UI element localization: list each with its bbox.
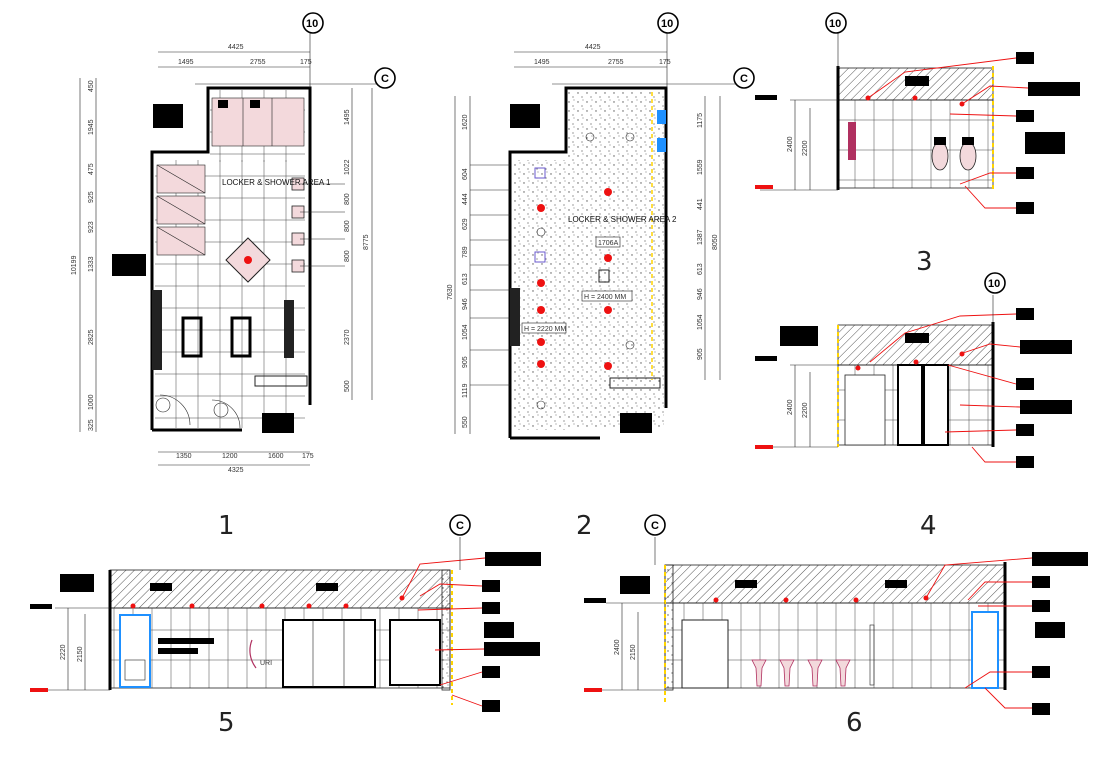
- e3-height-1: 2400: [787, 136, 794, 152]
- plan1-left-seg: 1333: [88, 256, 95, 272]
- plan1-left-seg: 1000: [88, 394, 95, 410]
- drawing-number-3: 3: [916, 247, 933, 277]
- drawing-number-4: 4: [920, 511, 937, 541]
- plan2-left-seg: 613: [462, 273, 469, 285]
- elevation-4: 2400 2200: [755, 295, 1072, 468]
- plan2-top-total: 4425: [585, 44, 601, 51]
- plan1-top-seg-2: 2755: [250, 59, 266, 66]
- plan2-left-seg: 1119: [462, 383, 469, 398]
- plan2-left-seg: 444: [462, 193, 469, 205]
- e3-height-2: 2200: [802, 140, 809, 156]
- plan1-left-seg: 925: [88, 191, 95, 203]
- e6-height-2: 2150: [630, 644, 637, 660]
- plan1-top-seg-3: 175: [300, 59, 312, 66]
- plan1-bottom-total: 4325: [228, 467, 244, 474]
- plan2-left-seg: 604: [462, 168, 469, 180]
- plan2-right-seg: 613: [697, 263, 704, 275]
- e4-height-2: 2200: [802, 402, 809, 418]
- grid-marker-10-plan1: 10: [302, 12, 324, 34]
- plan2-height-note: H = 2400 MM: [584, 294, 626, 301]
- ceiling-lights: [534, 132, 635, 410]
- svg-text:C: C: [381, 73, 389, 85]
- plan1-bottom-seg: 175: [302, 453, 314, 460]
- drawing-number-5: 5: [218, 708, 235, 738]
- plan1-right-seg: 800: [344, 250, 351, 262]
- plan1-top-total: 4425: [228, 44, 244, 51]
- plan1-right-seg: 1022: [344, 159, 351, 175]
- plan2-right-seg: 946: [697, 288, 704, 300]
- plan2-top-seg: 1495: [534, 59, 550, 66]
- plan2-left-seg: 789: [462, 246, 469, 258]
- plan2-right-seg: 905: [697, 348, 704, 360]
- plan-1: 4425 1495 2755 175 10199 450 1945 475 92…: [71, 32, 380, 474]
- plan1-bottom-seg: 1600: [268, 453, 284, 460]
- plan2-left-seg: 550: [462, 416, 469, 428]
- svg-text:10: 10: [306, 18, 318, 30]
- plan1-left-seg: 1945: [88, 119, 95, 135]
- plan1-right-seg: 800: [344, 193, 351, 205]
- plan1-bottom-seg: 1200: [222, 453, 238, 460]
- plan1-left-seg: 923: [88, 221, 95, 233]
- elevation-6: 2400 2150: [584, 537, 1088, 715]
- plan2-right-total: 8050: [712, 234, 719, 250]
- plan1-left-seg: 450: [88, 80, 95, 92]
- sinks-row: [751, 659, 851, 687]
- svg-text:10: 10: [988, 278, 1000, 290]
- plan2-left-seg: 629: [462, 218, 469, 230]
- plan1-left-seg: 2825: [88, 329, 95, 345]
- plan1-right-seg: 800: [344, 220, 351, 232]
- grid-marker-10-elev3: 10: [825, 12, 847, 34]
- plan2-right-seg: 1175: [697, 113, 704, 128]
- e5-height-1: 2220: [60, 644, 67, 660]
- plan2-room-label: LOCKER & SHOWER AREA 2: [568, 215, 677, 224]
- plan1-bottom-seg: 1350: [176, 453, 192, 460]
- svg-text:C: C: [456, 520, 464, 532]
- plan1-left-seg: 475: [88, 163, 95, 175]
- plan1-right-seg: 1495: [344, 109, 351, 125]
- grid-marker-10-elev4: 10: [984, 272, 1006, 294]
- plan1-right-total: 8775: [363, 234, 370, 250]
- elevation-3: 2400 2200: [755, 30, 1080, 214]
- plan2-room-code: 1706A: [598, 240, 619, 247]
- e4-height-1: 2400: [787, 399, 794, 415]
- e5-height-2: 2150: [77, 646, 84, 662]
- svg-text:10: 10: [661, 18, 673, 30]
- grid-marker-10-plan2: 10: [657, 12, 679, 34]
- drawing-number-2: 2: [576, 511, 593, 541]
- plan2-height-note-2: H = 2220 MM: [524, 326, 566, 333]
- grid-marker-c-plan1: C: [374, 67, 396, 89]
- plan2-left-seg: 946: [462, 298, 469, 310]
- elevation-5: URI 2220 2150: [30, 537, 541, 712]
- grid-marker-c-elev6: C: [644, 514, 666, 536]
- plan2-left-seg: 1054: [462, 324, 469, 340]
- plan2-left-seg: 905: [462, 356, 469, 368]
- grid-marker-c-elev5: C: [449, 514, 471, 536]
- plan2-top-seg: 2755: [608, 59, 624, 66]
- plan1-room-label: LOCKER & SHOWER AREA 1: [222, 178, 331, 187]
- svg-text:C: C: [651, 520, 659, 532]
- plan2-left-total: 7630: [447, 284, 454, 300]
- svg-text:10: 10: [829, 18, 841, 30]
- e6-height-1: 2400: [614, 639, 621, 655]
- e5-fixture-label: URI: [260, 660, 272, 667]
- plan2-right-seg: 1054: [697, 314, 704, 330]
- plan-2: 4425 1495 2755 175 7630 1620 604 444 629…: [447, 32, 738, 440]
- plan1-left-seg: 325: [88, 419, 95, 431]
- plan1-right-seg: 2370: [344, 329, 351, 345]
- drawing-number-6: 6: [846, 708, 863, 738]
- plan1-top-seg-1: 1495: [178, 59, 194, 66]
- svg-text:C: C: [740, 73, 748, 85]
- plan1-right-seg: 500: [344, 380, 351, 392]
- plan2-right-seg: 441: [697, 198, 704, 210]
- grid-marker-c-plan2: C: [733, 67, 755, 89]
- plan2-right-seg: 1559: [697, 159, 704, 175]
- plan2-top-seg: 175: [659, 59, 671, 66]
- plan2-right-seg: 1387: [697, 229, 704, 245]
- drawing-number-1: 1: [218, 511, 235, 541]
- plan1-left-total: 10199: [71, 255, 78, 275]
- plan2-left-seg: 1620: [462, 114, 469, 130]
